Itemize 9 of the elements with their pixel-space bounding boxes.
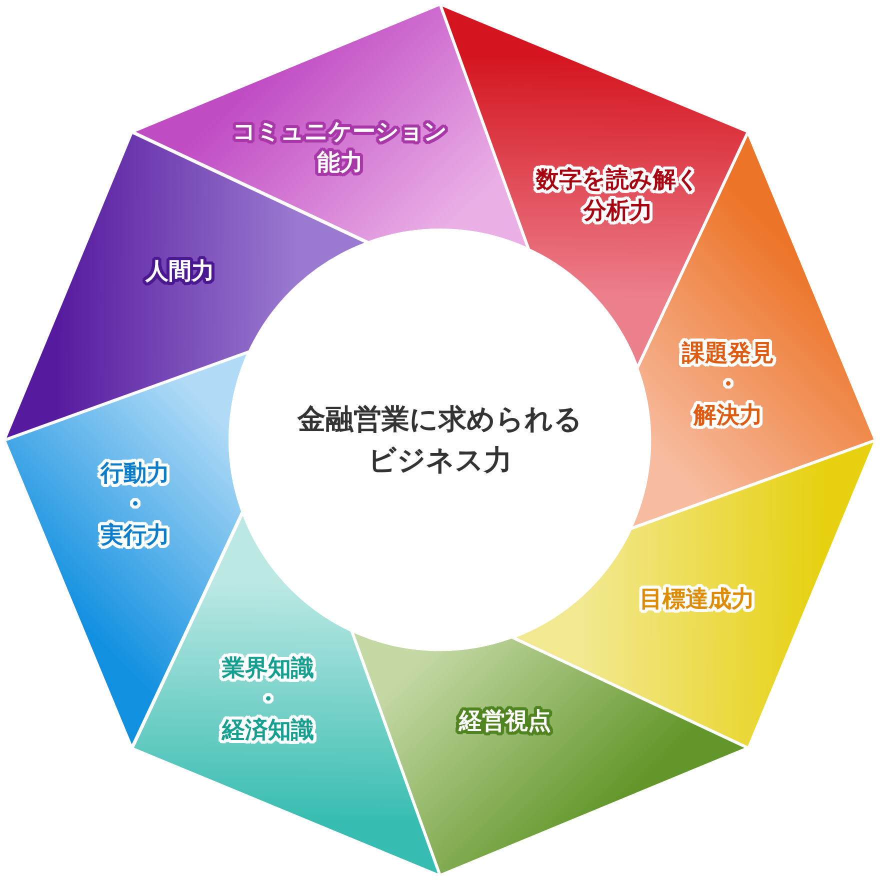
center-title: 金融営業に求められるビジネス力	[296, 401, 584, 478]
segment-label: 目標達成力	[638, 585, 756, 614]
segment-label: 数字を読み解く分析力	[534, 166, 701, 226]
segment-label: 行動力・実行力	[99, 459, 170, 550]
segment-label: 人間力	[144, 257, 216, 286]
segment-label: 業界知識・経済知識	[220, 654, 315, 746]
segment-label: 課題発見・解決力	[680, 339, 775, 430]
segment-label: 経営視点	[458, 707, 552, 736]
segment-label: コミュニケーション能力	[232, 118, 448, 178]
